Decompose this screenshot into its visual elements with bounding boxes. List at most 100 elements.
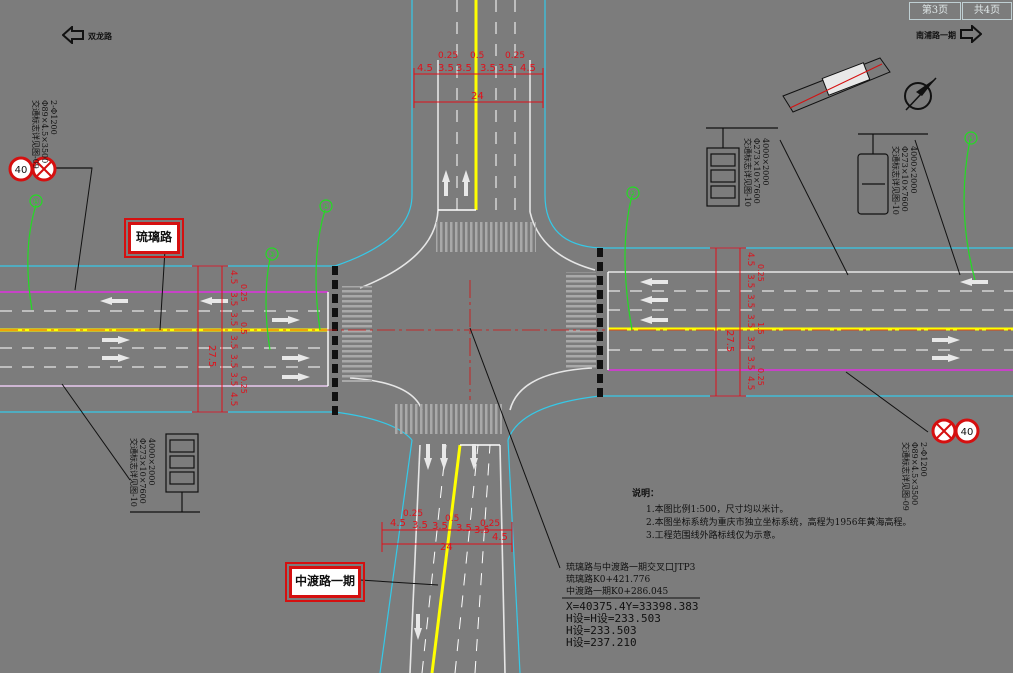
dim-north-lane-5: 3.5 — [498, 63, 514, 74]
south-lanes — [421, 444, 500, 673]
callout-leaders — [27, 139, 976, 351]
dim-east-lane-6: 3.5 — [745, 356, 755, 370]
dim-north-top-1: 0.25 — [438, 51, 458, 61]
dim-north-top-2: 0.5 — [470, 51, 484, 61]
dim-west-small-3: 0.25 — [239, 376, 248, 394]
dim-east-small-1: 0.25 — [756, 264, 765, 282]
south-road-name-box: 中渡路一期 — [285, 562, 365, 602]
sign-spec-line: 4000×2000 — [761, 138, 770, 186]
speed-limit-value: 40 — [15, 165, 28, 176]
sheet-total-box: 共4页 — [962, 2, 1012, 20]
sign-spec-line: Φ273×10×7600 — [752, 138, 761, 204]
stop-block — [332, 336, 338, 345]
sign-spec-line: Φ89×4.5×3500 — [40, 100, 49, 164]
dim-south-top-2: 0.5 — [445, 514, 459, 524]
east-lanes — [607, 271, 1013, 371]
dim-west-lane-3: 3.5 — [228, 312, 238, 326]
stop-block — [332, 392, 338, 401]
coord-line: H设=237.210 — [566, 636, 637, 649]
dimension-lines — [192, 68, 746, 552]
dim-east-small-3: 0.25 — [756, 368, 765, 386]
dim-north-lane-4: 3.5 — [480, 63, 496, 74]
dim-east-lane-5: 3.5 — [745, 336, 755, 350]
crosswalks — [342, 222, 596, 434]
dim-south-lane-1: 4.5 — [390, 518, 406, 529]
stop-block — [332, 266, 338, 275]
stop-block — [597, 290, 603, 299]
sign-spec-line: Φ89×4.5×3500 — [910, 442, 919, 506]
caption-line: 琉璃路与中渡路一期交叉口JTP3 — [566, 563, 696, 573]
leader-lines — [55, 139, 961, 599]
stop-block — [332, 308, 338, 317]
stop-block — [597, 332, 603, 341]
dim-east-lane-3: 3.5 — [745, 294, 755, 308]
callout-number: ① — [967, 134, 974, 143]
dim-south-lane-5: 3.5 — [474, 525, 490, 536]
ne1-sign-spec: 4000×2000 Φ273×10×7600 交通标志详见图-10 — [743, 138, 770, 207]
stop-block — [597, 248, 603, 257]
right-arrow-label: 南浦路一期 — [916, 30, 956, 40]
nw-sign-spec: 2-Φ1200 Φ89×4.5×3500 交通标志详见图-09 — [31, 100, 58, 169]
callout-numbers: ① ① ③ ② ① — [32, 134, 974, 259]
sign-spec-line: 交通标志详见图-10 — [891, 146, 900, 215]
right-arrow-icon — [960, 25, 982, 43]
sign-spec-line: 交通标志详见图-09 — [901, 442, 910, 511]
sign-spec-line: 4000×2000 — [147, 438, 156, 486]
dim-west-small-1: 0.25 — [239, 284, 248, 302]
dim-south-top-1: 0.25 — [403, 509, 423, 519]
intersection-caption: 琉璃路与中渡路一期交叉口JTP3 琉璃路K0+421.776 中渡路一期K0+2… — [566, 562, 695, 598]
dim-west-lane-7: 4.5 — [228, 392, 238, 406]
dim-west-lane-6: 3.5 — [228, 372, 238, 386]
sign-spec-line: Φ273×10×7600 — [900, 146, 909, 212]
dim-west-small-2: 0.5 — [239, 322, 248, 335]
coord-line: H设=H设=233.503 — [566, 612, 661, 625]
callout-number: ① — [32, 197, 39, 206]
curb-returns — [349, 60, 596, 673]
callout-circles — [29, 131, 978, 261]
note-item-1: 1.本图比例1:500，尺寸均以米计。 — [646, 505, 789, 515]
dim-east-small-2: 1.5 — [756, 322, 765, 335]
dim-north-lane-3: 3.5 — [456, 63, 472, 74]
left-arrow-icon — [62, 26, 84, 44]
stop-block — [597, 346, 603, 355]
dim-south-lane-4: 3.5 — [456, 523, 472, 534]
north-arrow-icon — [904, 77, 937, 111]
sign-spec-line: 2-Φ1200 — [49, 100, 58, 135]
note-item-3: 3.工程范围线外路标线仅为示意。 — [646, 531, 781, 541]
speed-limit-sign-nw: 40 — [8, 156, 57, 182]
stop-block — [597, 318, 603, 327]
sign-spec-line: 4000×2000 — [909, 146, 918, 194]
dim-east-lane-7: 4.5 — [745, 376, 755, 390]
callout-number: ③ — [268, 250, 275, 259]
dim-north-lane-1: 4.5 — [417, 63, 433, 74]
dim-south-total: 24 — [440, 542, 453, 553]
dim-south-top-3: 0.25 — [480, 519, 500, 529]
dim-east-lane-2: 3.5 — [745, 274, 755, 288]
stop-block — [332, 378, 338, 387]
dim-west-lane-4: 3.5 — [228, 335, 238, 349]
stop-block — [597, 262, 603, 271]
sign-spec-line: 交通标志详见图-10 — [129, 438, 138, 507]
se-sign-spec: 2-Φ1200 Φ89×4.5×3500 交通标志详见图-09 — [901, 442, 928, 511]
callout-number: ② — [629, 189, 636, 198]
sign-spec-line: 交通标志详见图-09 — [31, 100, 40, 169]
stop-block — [332, 406, 338, 415]
west-road-name-box: 琉璃路 — [124, 218, 184, 258]
sign-spec-line: Φ273×10×7600 — [138, 438, 147, 504]
dim-east-lane-4: 3.5 — [745, 314, 755, 328]
dim-north-lane-2: 3.5 — [438, 63, 454, 74]
left-arrow-label: 双龙路 — [88, 31, 112, 41]
stop-block — [597, 276, 603, 285]
sign-spec-line: 交通标志详见图-10 — [743, 138, 752, 207]
dim-west-lane-5: 3.5 — [228, 354, 238, 368]
speed-limit-value: 40 — [961, 427, 974, 438]
dimension-text: 0.25 0.5 0.25 4.5 3.5 3.5 3.5 3.5 4.5 24… — [390, 51, 536, 553]
dim-north-lane-7: 4.5 — [520, 63, 536, 74]
dim-south-lane-2: 3.5 — [412, 520, 428, 531]
sign-spec-line: 2-Φ1200 — [919, 442, 928, 477]
location-map — [782, 57, 891, 113]
stop-blocks — [332, 248, 603, 415]
